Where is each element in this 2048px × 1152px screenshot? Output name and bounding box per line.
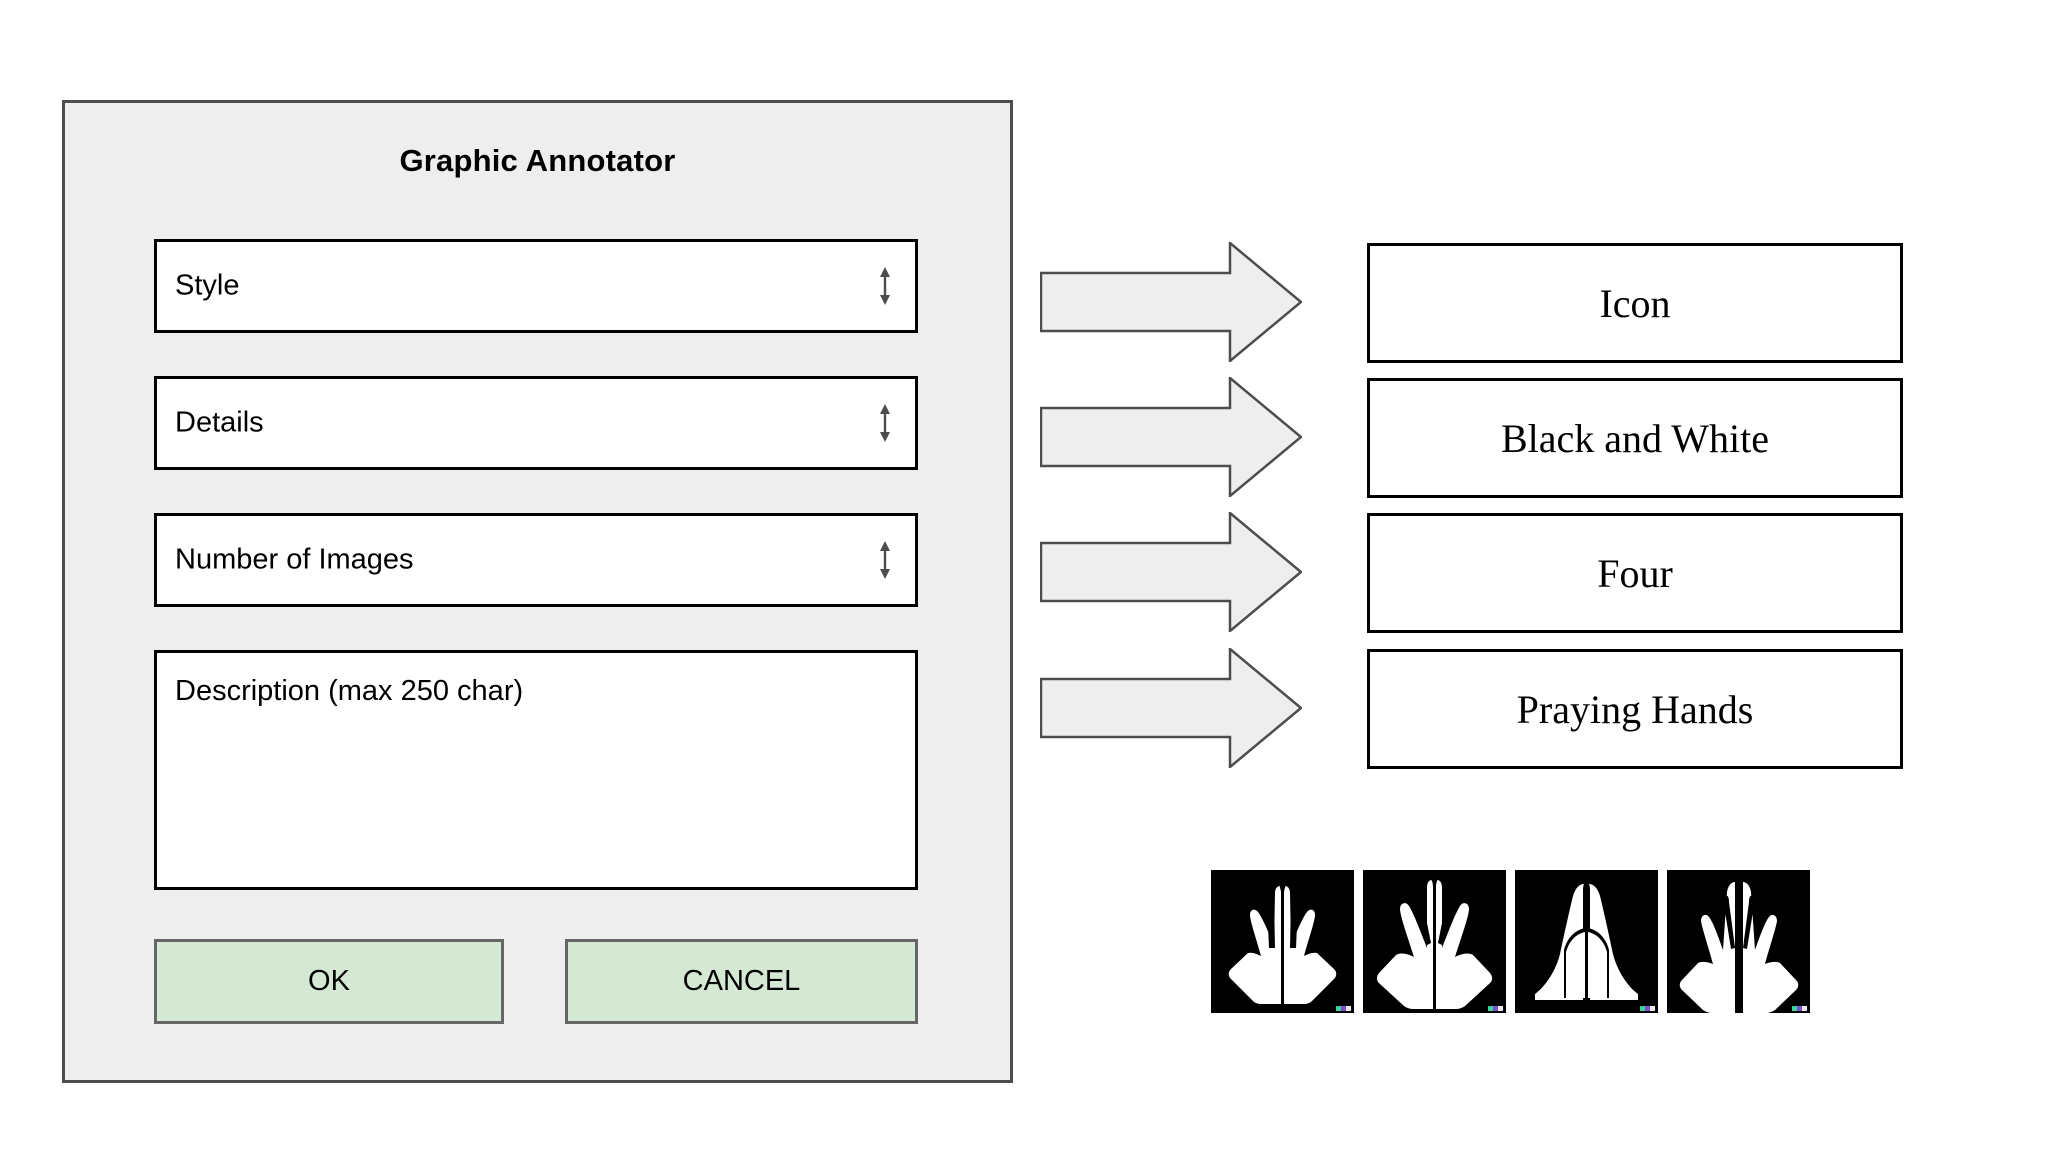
right-arrow-icon (1039, 646, 1303, 770)
praying-hands-thumbnail-1[interactable] (1211, 870, 1354, 1013)
result-box-style: Icon (1367, 243, 1903, 363)
watermark (1488, 1006, 1503, 1011)
number-of-images-dropdown[interactable]: Number of Images (154, 513, 918, 607)
style-field-label: Style (175, 269, 240, 302)
dialog-title: Graphic Annotator (399, 143, 676, 178)
praying-hands-thumbnail-3[interactable] (1515, 870, 1658, 1013)
watermark (1640, 1006, 1655, 1011)
generated-images-strip (1211, 870, 1810, 1013)
right-arrow-icon (1039, 510, 1303, 634)
result-box-count: Four (1367, 513, 1903, 633)
watermark (1336, 1006, 1351, 1011)
number-of-images-field-label: Number of Images (175, 543, 414, 576)
right-arrow-icon (1039, 375, 1303, 499)
praying-hands-thumbnail-4[interactable] (1667, 870, 1810, 1013)
cancel-button[interactable]: CANCEL (565, 939, 918, 1024)
result-box-details: Black and White (1367, 378, 1903, 498)
ok-button[interactable]: OK (154, 939, 504, 1024)
details-dropdown[interactable]: Details (154, 376, 918, 470)
description-textarea[interactable]: Description (max 250 char) (154, 650, 918, 890)
details-field-label: Details (175, 406, 264, 439)
up-down-spinner-icon[interactable] (877, 266, 893, 306)
watermark (1792, 1006, 1807, 1011)
up-down-spinner-icon[interactable] (877, 403, 893, 443)
style-dropdown[interactable]: Style (154, 239, 918, 333)
description-field-label: Description (max 250 char) (175, 675, 524, 707)
praying-hands-thumbnail-2[interactable] (1363, 870, 1506, 1013)
result-box-description: Praying Hands (1367, 649, 1903, 769)
right-arrow-icon (1039, 240, 1303, 364)
up-down-spinner-icon[interactable] (877, 540, 893, 580)
graphic-annotator-dialog: Graphic Annotator Style Details Number o… (62, 100, 1013, 1083)
